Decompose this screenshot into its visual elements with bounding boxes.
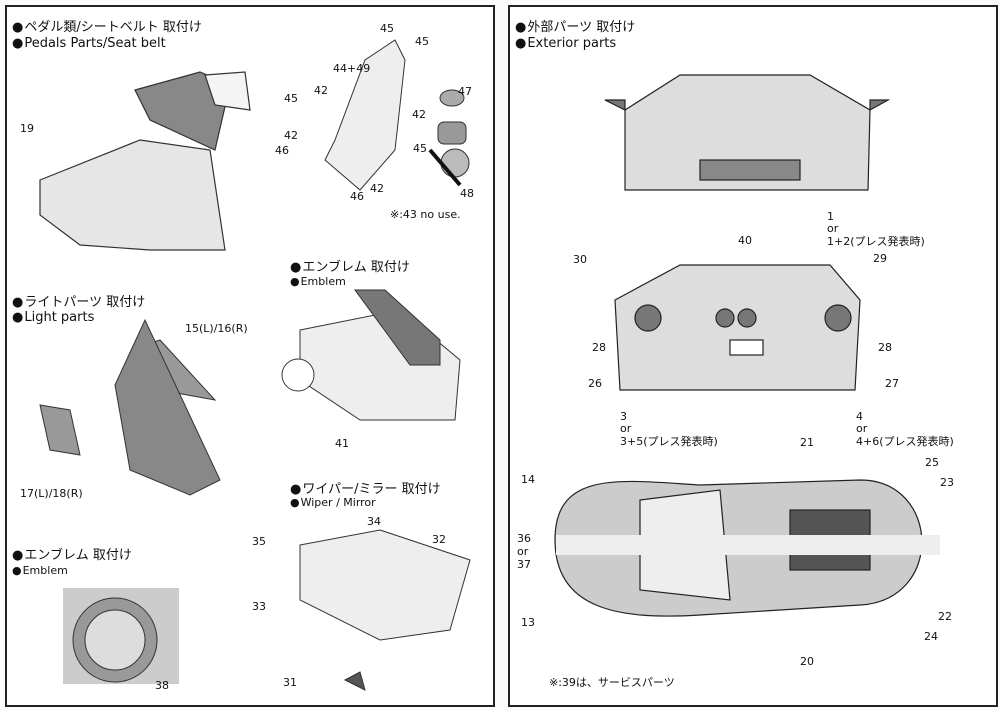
part-number-label: 23 [940, 476, 954, 489]
wiper-mirror-drawing [299, 529, 471, 691]
part-number-label: or [827, 222, 839, 235]
part-number-label: 32 [432, 533, 446, 546]
lights-title-jp: ライトパーツ 取付け [12, 291, 145, 310]
emblem-top-title-en: Emblem [290, 275, 346, 288]
part-number-label: 42 [370, 182, 384, 195]
part-number-label: 24 [924, 630, 938, 643]
seat-drawing [324, 39, 470, 191]
part-number-label: 19 [20, 122, 34, 135]
top-view-car [554, 479, 940, 617]
part-number-label: 1+2(プレス発表時) [827, 235, 925, 248]
part-number-label: 46 [350, 190, 364, 203]
part-number-label: 44+49 [333, 62, 371, 75]
rear-view-car [614, 264, 861, 391]
part-number-label: 45 [415, 35, 429, 48]
part-number-label: 3+5(プレス発表時) [620, 435, 718, 448]
part-number-label: or [620, 422, 632, 435]
lights-title-en: Light parts [12, 310, 94, 325]
part-number-label: 48 [460, 187, 474, 200]
wheel-drawing [63, 588, 179, 684]
part-number-label: 45 [413, 142, 427, 155]
pedals-title-jp: ペダル類/シートベルト 取付け [12, 16, 202, 35]
part-number-label: 34 [367, 515, 381, 528]
part-number-label: 26 [588, 377, 602, 390]
part-number-label: 40 [738, 234, 752, 247]
wiper-title-en: Wiper / Mirror [290, 496, 376, 509]
part-number-label: 1 [827, 210, 834, 223]
part-number-label: 33 [252, 600, 266, 613]
wiper-title-jp: ワイパー/ミラー 取付け [290, 478, 440, 497]
part-number-label: 45 [380, 22, 394, 35]
emblem-bottom-title-en: Emblem [12, 564, 68, 577]
part-number-label: 46 [275, 144, 289, 157]
part-number-label: 20 [800, 655, 814, 668]
part-number-label: 17(L)/18(R) [20, 487, 83, 500]
part-number-label: 25 [925, 456, 939, 469]
pedals-title-en: Pedals Parts/Seat belt [12, 36, 165, 51]
front-view-car [604, 74, 891, 191]
part-number-label: 41 [335, 437, 349, 450]
part-number-label: 3 [620, 410, 627, 423]
part-number-label: 4 [856, 410, 863, 423]
part-number-label: 22 [938, 610, 952, 623]
part-number-label: or [856, 422, 868, 435]
part-number-label: 36 [517, 532, 531, 545]
part-number-label: 21 [800, 436, 814, 449]
light-parts-drawing [39, 318, 221, 496]
part-number-label: 27 [885, 377, 899, 390]
part-number-label: 45 [284, 92, 298, 105]
part-number-label: or [517, 545, 529, 558]
part-number-label: 28 [878, 341, 892, 354]
emblem-bottom-title-jp: エンブレム 取付け [12, 544, 131, 563]
part-number-label: 38 [155, 679, 169, 692]
part-number-label: 35 [252, 535, 266, 548]
part-number-label: 47 [458, 85, 472, 98]
part-number-label: 15(L)/16(R) [185, 322, 248, 335]
pedals-note: ※:43 no use. [390, 208, 461, 221]
part-number-label: 4+6(プレス発表時) [856, 435, 954, 448]
part-number-label: 42 [412, 108, 426, 121]
part-number-label: 37 [517, 558, 531, 571]
part-number-label: 42 [314, 84, 328, 97]
part-number-label: 30 [573, 253, 587, 266]
part-number-label: 28 [592, 341, 606, 354]
emblem-top-title-jp: エンブレム 取付け [290, 256, 409, 275]
exterior-note: ※:39は、サービスパーツ [549, 676, 675, 689]
exterior-title-jp: 外部パーツ 取付け [515, 16, 635, 35]
floor-tub-drawing [39, 71, 251, 251]
emblem-car-drawing [281, 289, 461, 421]
part-number-label: 29 [873, 252, 887, 265]
part-number-label: 14 [521, 473, 535, 486]
exterior-title-en: Exterior parts [515, 36, 616, 51]
part-number-label: 13 [521, 616, 535, 629]
part-number-label: 42 [284, 129, 298, 142]
part-number-label: 31 [283, 676, 297, 689]
